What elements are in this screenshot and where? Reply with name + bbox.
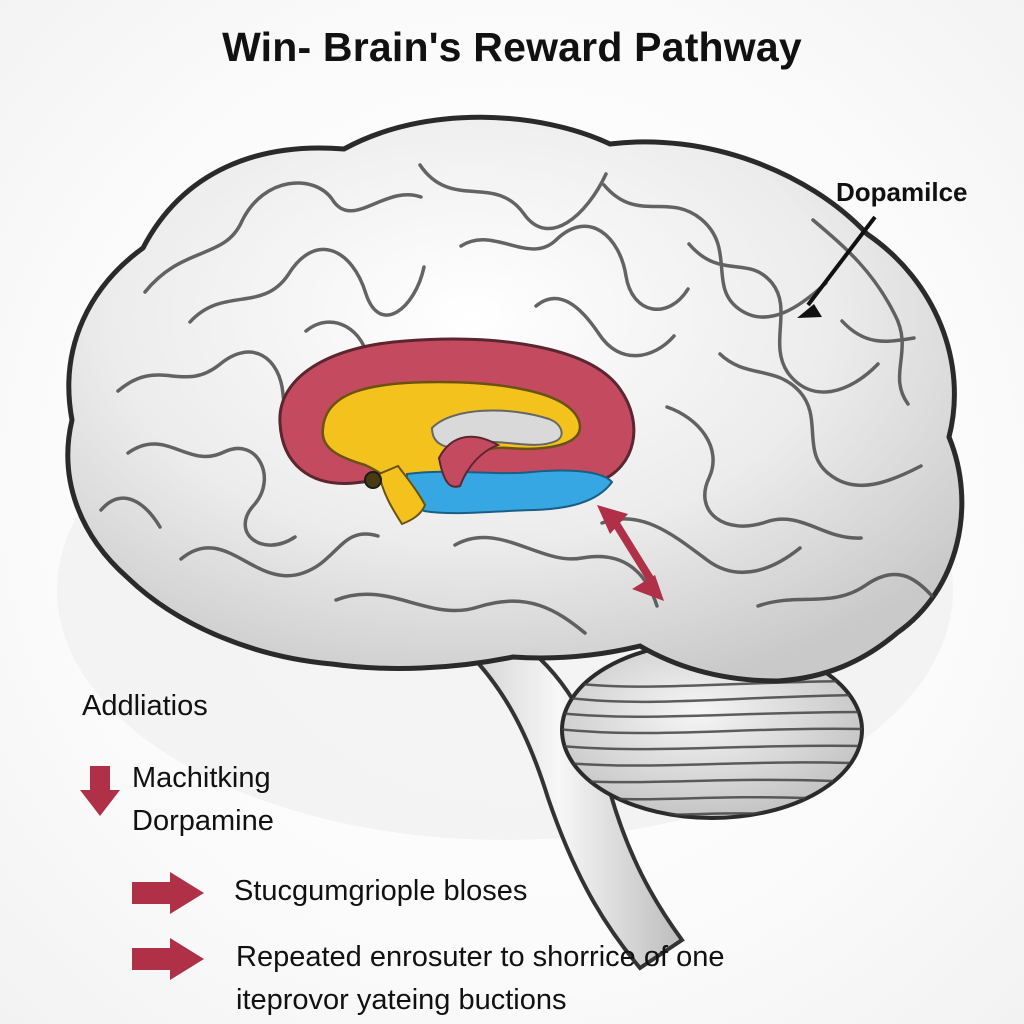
right-arrow-icon — [132, 872, 204, 914]
dopamine-pointer-line — [806, 215, 877, 307]
legend-item-1-line2: Dorpamine — [132, 805, 274, 837]
yellow-pathway-stem — [377, 464, 427, 526]
reward-pathway — [278, 337, 636, 526]
arrow-annotations — [597, 215, 877, 601]
down-arrow-icon — [80, 766, 120, 816]
legend-item-1: Machitking Dorpamine — [132, 757, 274, 843]
brain-folds — [99, 163, 934, 635]
red-pathway-stem — [437, 435, 501, 488]
dopamine-pointer-head — [797, 304, 822, 318]
page-title: Win- Brain's Reward Pathway — [222, 24, 802, 70]
dopamine-nucleus — [364, 471, 382, 489]
legend-item-3: Repeated enrosuter to shorrice of one it… — [236, 941, 725, 1016]
cerebellum — [560, 640, 864, 820]
legend-title: Addliatios — [82, 690, 208, 722]
legend-item-2: Stucgumgriople bloses — [234, 875, 528, 907]
dopamine-label: Dopamilce — [836, 177, 968, 207]
legend-item-1-line1: Machitking — [132, 762, 271, 794]
double-arrow-icon — [597, 505, 664, 601]
right-arrow-icon-2 — [132, 938, 204, 980]
